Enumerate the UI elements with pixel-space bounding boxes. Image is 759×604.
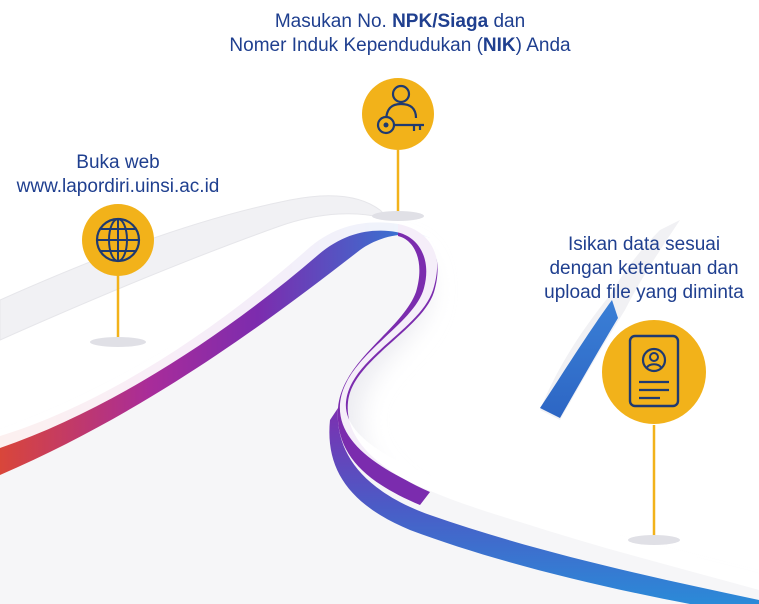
road-edge-blue: [540, 300, 618, 418]
step-2-line-1: Masukan No. NPK/Siaga dan: [200, 10, 600, 34]
globe-icon: [82, 204, 154, 276]
road-edge-left: [0, 222, 430, 475]
step-3-line-3: upload file yang diminta: [544, 282, 744, 303]
step-label-isi-data: Isikan data sesuai dengan ketentuan dan …: [530, 233, 758, 305]
step-2-line-1-suffix: dan: [488, 11, 526, 32]
step-2-line-1-prefix: Masukan No.: [274, 11, 393, 32]
step-label-buka-web: Buka web www.lapordiri.uinsi.ac.id: [0, 151, 236, 199]
step-2-nik-bold: NIK: [482, 35, 516, 56]
step-2-line-2-suffix: ) Anda: [515, 35, 571, 56]
road-surface: [0, 224, 759, 604]
step-1-line-1: Buka web: [76, 152, 160, 173]
step-2-npk-bold: NPK/Siaga: [392, 11, 489, 32]
road-edge-right: [329, 408, 759, 604]
step-label-npk-nik: Masukan No. NPK/Siaga dan Nomer Induk Ke…: [200, 10, 600, 58]
id-card-icon: [602, 320, 706, 424]
user-key-icon: [362, 78, 434, 150]
step-3-line-1: Isikan data sesuai: [567, 234, 721, 255]
step-2-line-2: Nomer Induk Kependudukan (NIK) Anda: [200, 34, 600, 58]
step-2-line-2-prefix: Nomer Induk Kependudukan (: [229, 35, 483, 56]
step-1-line-2: www.lapordiri.uinsi.ac.id: [16, 176, 220, 197]
step-3-line-2: dengan ketentuan dan: [549, 258, 739, 279]
